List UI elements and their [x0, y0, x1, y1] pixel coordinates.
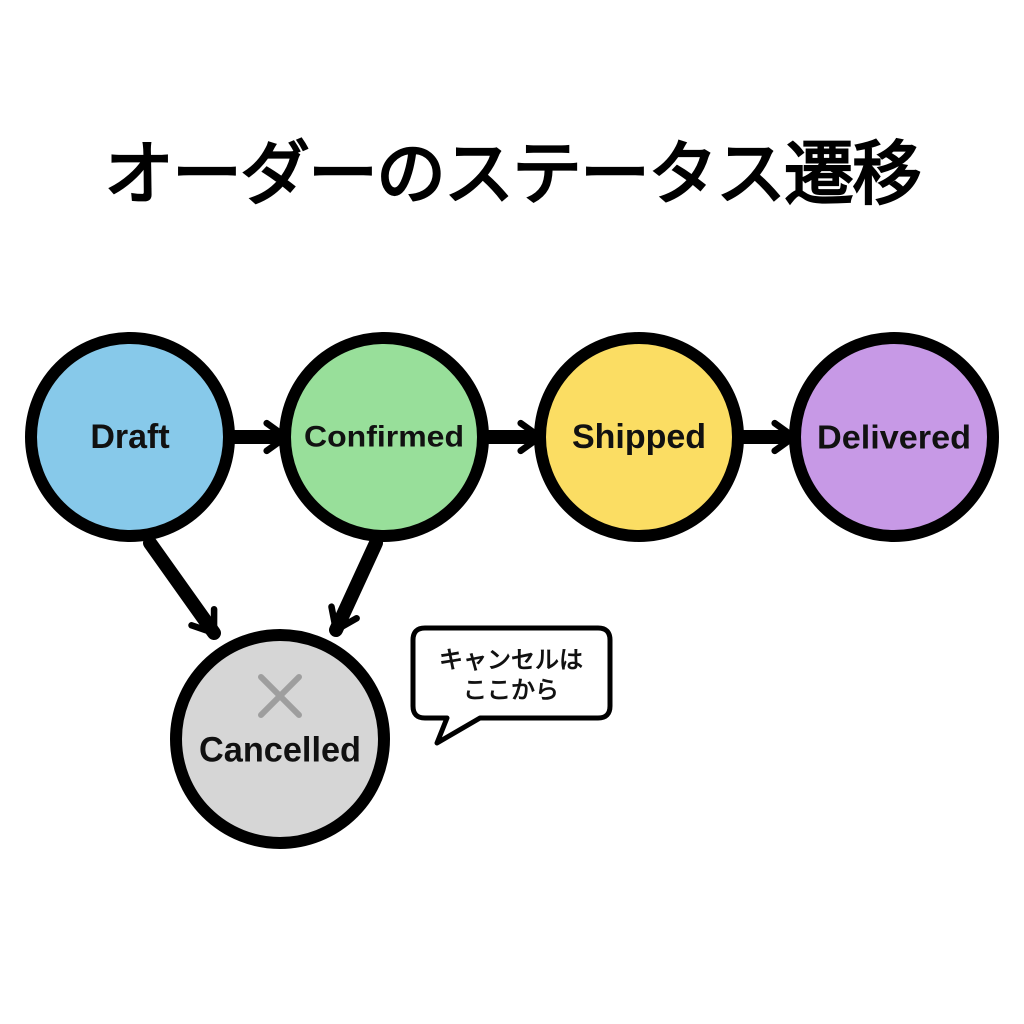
- callout-bubble: キャンセルは ここから: [410, 625, 613, 746]
- state-circle-cancelled: [170, 629, 390, 849]
- edge-draft-to-cancelled: [143, 536, 221, 640]
- diagram-title: オーダーのステータス遷移: [104, 133, 922, 215]
- state-label-draft: Draft: [90, 418, 169, 456]
- state-node-shipped: Shipped: [534, 332, 744, 542]
- callout-bubble-shape: [410, 625, 613, 746]
- state-node-delivered: Delivered: [789, 332, 999, 542]
- state-circle-shipped: [534, 332, 744, 542]
- state-node-confirmed: Confirmed: [279, 332, 489, 542]
- state-circle-draft: [25, 332, 235, 542]
- state-label-shipped: Shipped: [572, 418, 706, 456]
- state-circle-confirmed: [279, 332, 489, 542]
- state-label-cancelled: Cancelled: [199, 731, 361, 770]
- state-node-draft: Draft: [25, 332, 235, 542]
- edges-layer: [143, 419, 801, 640]
- x-mark-icon: [258, 674, 302, 718]
- edge-confirmed-to-cancelled: [328, 536, 383, 637]
- callout-text-line-2: ここから: [463, 676, 559, 704]
- state-node-cancelled: Cancelled: [170, 629, 390, 849]
- state-label-delivered: Delivered: [817, 419, 971, 456]
- state-label-confirmed: Confirmed: [304, 421, 464, 454]
- state-circle-delivered: [789, 332, 999, 542]
- callout-text-line-1: キャンセルは: [439, 646, 583, 674]
